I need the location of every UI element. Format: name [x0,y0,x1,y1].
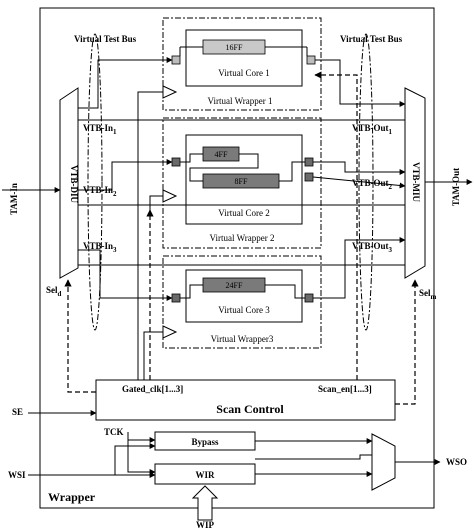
core-2-input-cell [171,157,181,167]
gated-clk-3-line [143,331,163,380]
wip-label: WIP [196,520,215,529]
wir-label: WIR [195,470,215,480]
virtual-wrapper-3-box [162,255,322,349]
scan-en-label: Scan_en[1...3] [318,384,372,394]
vtb-out-1-label: VTB-Out1 [352,123,393,136]
wso-label: WSO [446,457,467,467]
vtb-out-3-line [313,237,406,299]
virtual-test-bus-left-label: Virtual Test Bus [74,34,137,44]
scan-control-label: Scan Control [216,402,284,416]
se-label: SE [12,407,23,417]
core-to-mux [255,454,372,460]
vtb-miu-block [404,87,426,279]
vtb-in-1-label: VTB-In1 [83,123,117,136]
tck-line [127,432,156,475]
core-2-label: Virtual Core 2 [218,208,269,218]
vtb-out-1-line [315,59,406,107]
vtb-in-2-label: VTB-In2 [83,185,117,198]
virtual-wrapper-1-label: Virtual Wrapper 1 [208,96,273,106]
core-3-scan-in [180,284,203,299]
tck-label: TCK [104,427,124,437]
sel-d-control-line [64,279,96,393]
scan-control-box [95,379,396,421]
core-3-label: Virtual Core 3 [218,305,270,315]
virtual-wrapper-2-label: Virtual Wrapper 2 [210,233,275,243]
core-1-ff-label: 16FF [226,43,243,52]
core-2-output-cell-2 [304,172,314,182]
sel-d-label: Seld [46,285,62,298]
core-2-chain-out [279,161,305,182]
vtb-out-3-label: VTB-Out3 [352,241,393,254]
tam-out-label: TAM-Out [451,168,461,206]
vtb-miu-label: VTB-MIU [411,162,421,202]
core-3-input-cell [171,293,181,303]
vtb-in-1-line [78,57,173,109]
wsi-label: WSI [8,470,26,480]
wrapper-boundary [39,7,435,509]
sel-m-label: Selm [419,288,437,301]
clock-gate-1 [162,85,178,99]
clock-gate-3 [162,325,178,339]
virtual-test-bus-right-label: Virtual Test Bus [340,34,403,44]
tam-in-label: TAM-In [9,183,19,215]
core-2-chain-link [189,153,259,182]
vtb-out-2-line [313,161,406,175]
virtual-core-1-box [185,29,303,87]
core-1-output-cell [306,55,316,65]
core-2-output-cell-1 [304,157,314,167]
core-1-input-cell [171,55,181,65]
vtb-in-3-label: VTB-In3 [83,241,117,254]
output-mux [371,433,396,491]
scan-en-control-line [314,71,358,380]
vtb-in-3-line [78,249,173,301]
bypass-label: Bypass [191,437,219,447]
core-2-chain-a-in [180,153,203,163]
vtb-diu-block [59,87,79,279]
gated-clk-label: Gated_clk[1...3] [122,384,183,394]
clock-gate-2 [162,189,178,203]
vtb-out-2-label: VTB-Out2 [352,178,393,191]
vtb-diu-label: VTB-DIU [69,165,79,204]
core-2-ff-b-label: 8FF [235,177,248,186]
core-1-label: Virtual Core 1 [218,68,269,78]
virtual-wrapper-3-label: Virtual Wrapper3 [211,334,274,344]
wsi-bypass-line [114,443,156,475]
test-bus-left-ellipse [87,33,103,331]
vtb-in-2-line [78,159,173,191]
wip-arrow [191,485,219,521]
wrapper-label: Wrapper [48,490,96,504]
gated-clk-2-line [149,195,163,210]
core-3-ff-label: 24FF [226,281,243,290]
core-3-output-cell [304,293,314,303]
sel-m-control-line [395,279,419,405]
gated-clk-1-line [137,91,163,380]
virtual-wrapper-1-box [162,17,322,111]
vtb-out-2b-line [312,176,406,189]
core-2-ff-a-label: 4FF [215,150,228,159]
core-3-scan-out [265,284,305,299]
